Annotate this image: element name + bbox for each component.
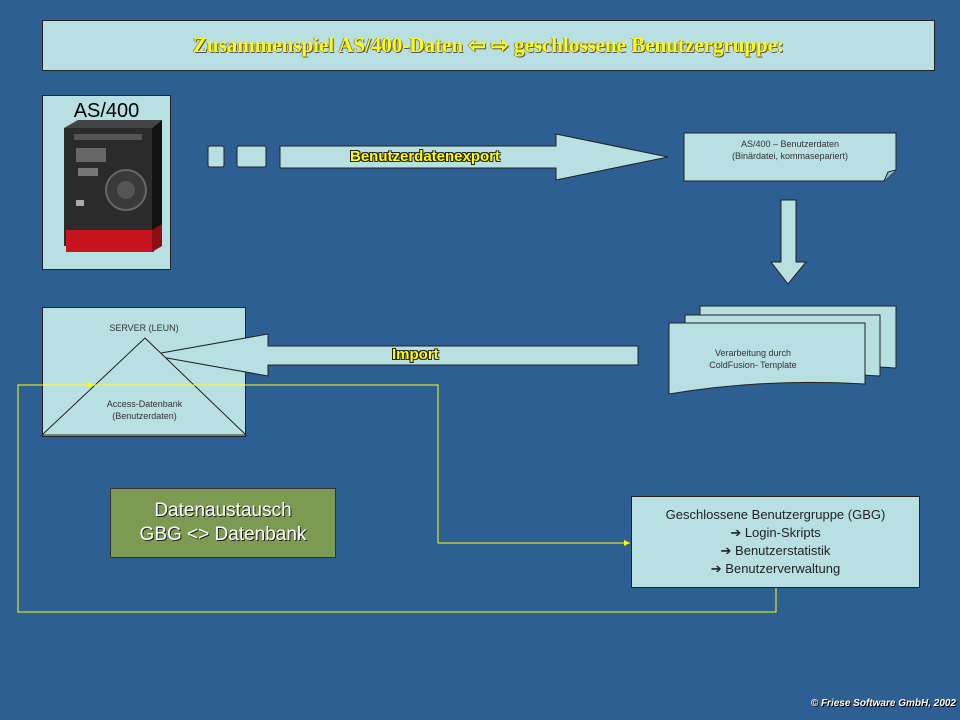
import-arrow	[149, 333, 639, 377]
down-arrow	[769, 199, 808, 285]
small-block-2	[236, 145, 267, 168]
database-line2: (Benutzerdaten)	[112, 411, 177, 421]
title-box: Zusammenspiel AS/400-Daten ⇦ ⇨ geschloss…	[42, 20, 935, 71]
export-doc-line2: (Binärdatei, kommasepariert)	[731, 151, 849, 161]
as400-computer-icon	[64, 120, 162, 252]
export-doc-line1: AS/400 – Benutzerdaten	[740, 139, 840, 149]
exchange-line1: Datenaustausch	[154, 500, 292, 521]
page-title: Zusammenspiel AS/400-Daten ⇦ ⇨ geschloss…	[192, 33, 785, 57]
gbg-box: Geschlossene Benutzergruppe (GBG) ➔ Logi…	[631, 496, 920, 588]
database-line1: Access-Datenbank	[106, 399, 183, 409]
import-arrow-label: Import	[392, 346, 439, 363]
export-arrow-label: Benutzerdatenexport	[350, 148, 501, 165]
export-document-label: AS/400 – Benutzerdaten (Binärdatei, komm…	[684, 138, 896, 162]
database-label: Access-Datenbank (Benutzerdaten)	[72, 398, 217, 422]
processing-label: Verarbeitung durch ColdFusion- Template	[669, 347, 837, 371]
gbg-item-statistics: ➔ Benutzerstatistik	[720, 543, 831, 558]
database-triangle	[40, 337, 248, 436]
export-arrow	[279, 133, 669, 181]
connector-db-to-gbg	[18, 384, 630, 544]
as400-label: AS/400	[73, 100, 140, 122]
processing-line1: Verarbeitung durch	[714, 348, 792, 358]
processing-documents	[668, 305, 897, 395]
gbg-item-management: ➔ Benutzerverwaltung	[710, 561, 841, 576]
connector-gbg-to-db	[17, 384, 777, 613]
gbg-title: Geschlossene Benutzergruppe (GBG)	[665, 507, 886, 522]
exchange-line2: GBG <> Datenbank	[139, 524, 307, 545]
processing-line2: ColdFusion- Template	[709, 360, 797, 370]
gbg-item-login: ➔ Login-Skripts	[730, 525, 821, 540]
server-label: SERVER (LEUN)	[109, 323, 179, 333]
copyright-text: © Friese Software GmbH, 2002	[810, 698, 956, 709]
small-block-1	[207, 145, 225, 168]
exchange-box: Datenaustausch GBG <> Datenbank	[110, 488, 336, 558]
